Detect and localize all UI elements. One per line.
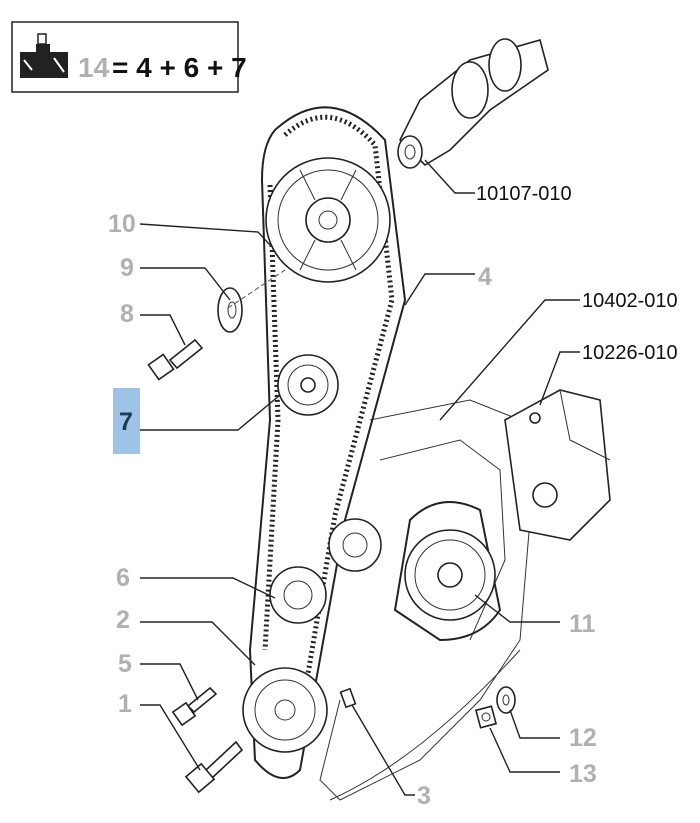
callout-8[interactable]: 8 <box>120 300 134 328</box>
callout-2[interactable]: 2 <box>116 606 130 634</box>
callout-6[interactable]: 6 <box>116 564 130 592</box>
kit-icon <box>20 33 68 78</box>
injection-pump <box>504 389 611 541</box>
callout-1[interactable]: 1 <box>118 690 132 718</box>
washer-12 <box>496 686 516 714</box>
callout-3[interactable]: 3 <box>417 782 431 810</box>
camshaft-pulley <box>265 157 391 283</box>
nut-13 <box>474 705 498 729</box>
crankshaft-pulley <box>242 667 328 753</box>
pump-pulley <box>393 501 502 642</box>
callout-10[interactable]: 10 <box>108 210 136 238</box>
callout-9[interactable]: 9 <box>120 254 134 282</box>
idler-pulley-upper <box>328 518 382 572</box>
camshaft <box>397 38 549 169</box>
selected-callout-highlight <box>113 388 140 454</box>
callout-7[interactable]: 7 <box>119 408 133 436</box>
bolt-1 <box>184 740 244 794</box>
kit-box: 14 = 4 + 6 + 7 <box>11 21 247 93</box>
callout-11[interactable]: 11 <box>569 610 596 638</box>
ref-engine[interactable]: 10402-010 <box>582 290 678 312</box>
bolt-5 <box>171 686 218 727</box>
bolt-8 <box>147 338 204 381</box>
washer-9 <box>217 287 243 333</box>
callout-13[interactable]: 13 <box>569 760 597 788</box>
callout-5[interactable]: 5 <box>118 650 132 678</box>
idler-pulley-6 <box>269 566 327 624</box>
kit-formula: = 4 + 6 + 7 <box>112 52 247 83</box>
tensioner-pulley <box>277 354 339 416</box>
ref-camshaft[interactable]: 10107-010 <box>476 183 572 205</box>
callout-4[interactable]: 4 <box>478 263 492 291</box>
leader-lines <box>139 159 580 796</box>
callout-12[interactable]: 12 <box>569 724 597 752</box>
pin-3 <box>339 687 357 709</box>
kit-number: 14 <box>78 52 110 83</box>
ref-pump[interactable]: 10226-010 <box>582 342 678 364</box>
